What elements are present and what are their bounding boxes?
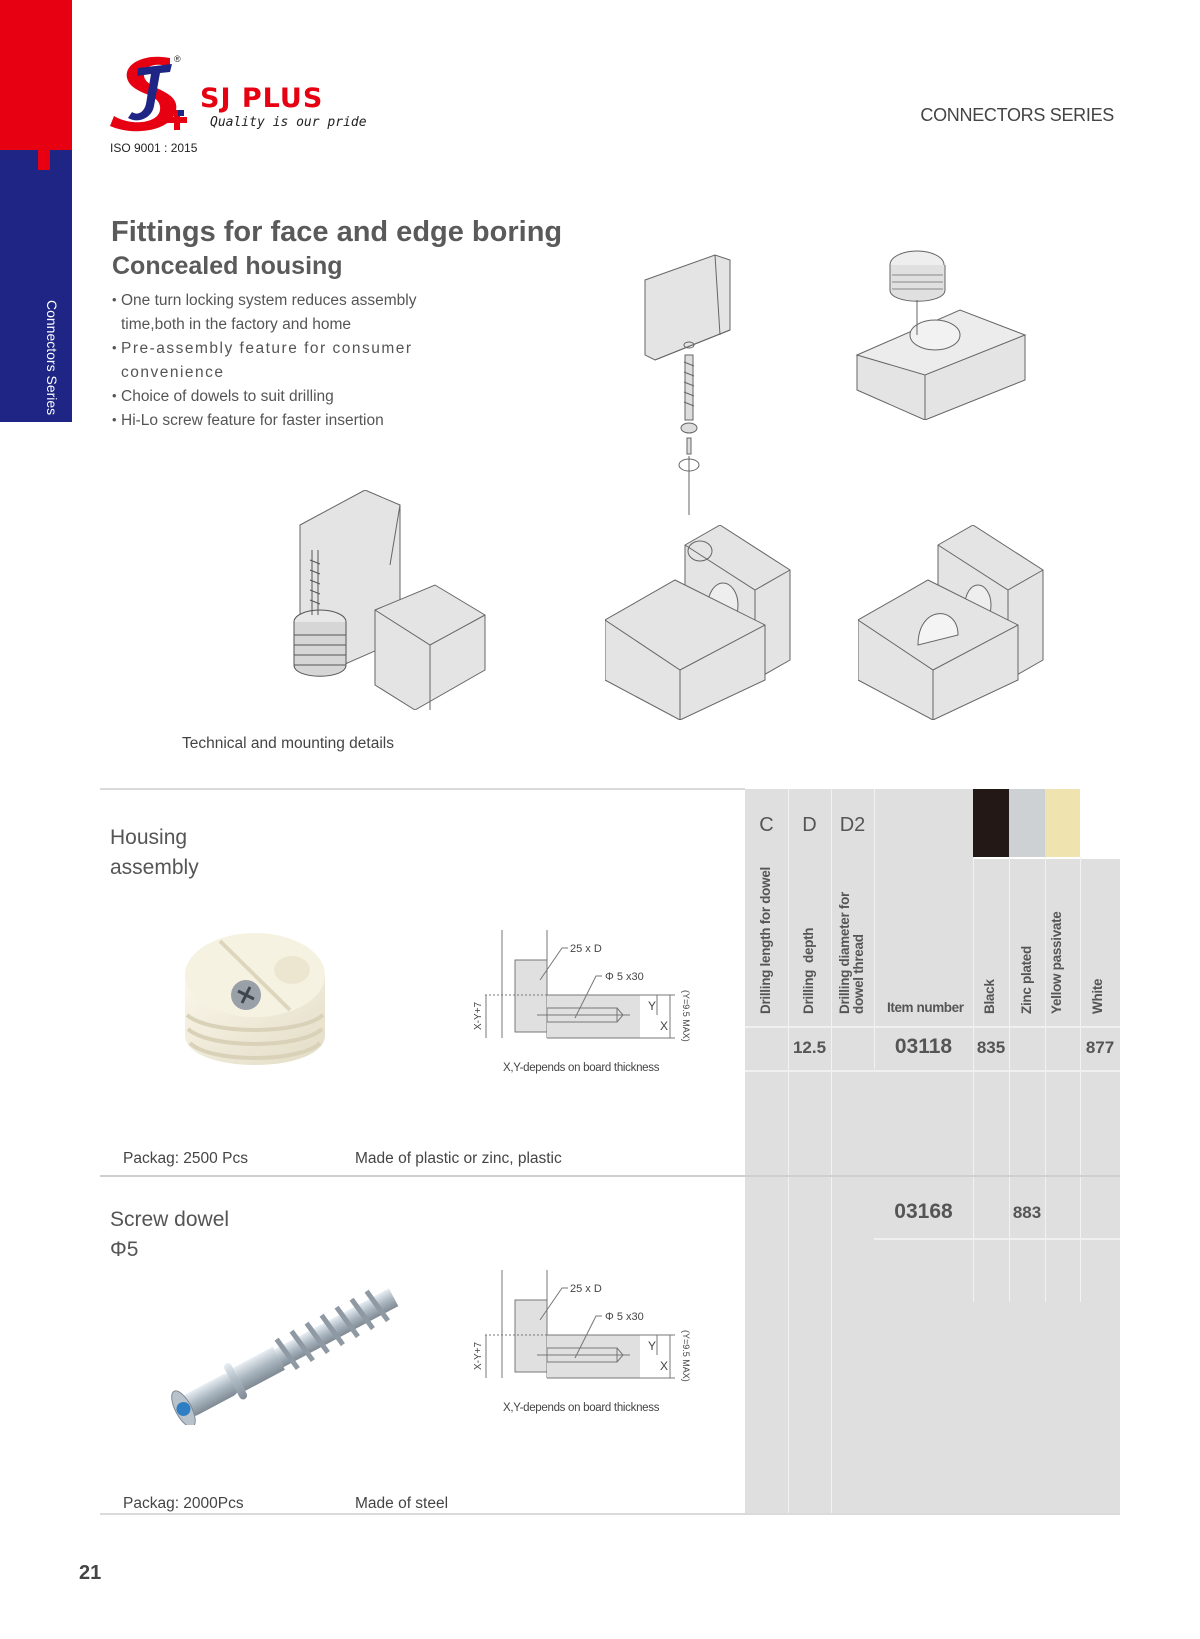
sj-plus-logo-icon: ® [110,54,187,132]
table-cell-zinc: 883 [1012,1203,1042,1222]
column-divider [973,857,974,1302]
svg-text:Φ 5 x30: Φ 5 x30 [605,1311,644,1323]
assembled-housing-illustration [293,490,486,710]
feature-list: One turn locking system reduces assembly… [112,288,442,433]
sidebar-section-label: Connectors Series [44,300,60,416]
svg-text:25 x D: 25 x D [570,1283,602,1295]
column-divider [1080,857,1081,1302]
column-divider [1009,857,1010,1302]
iso-certification: ISO 9001 : 2015 [110,141,198,155]
svg-text:Y: Y [648,1339,656,1353]
package-quantity: Packag: 2000Pcs [123,1495,244,1512]
table-cell-item-number: 03168 [894,1200,953,1223]
screw-dowel-photo [171,1288,399,1425]
housing-assembly-photo [185,933,325,1065]
svg-text:®: ® [174,54,181,64]
column-header-black: Black [982,979,997,1014]
sidebar-puzzle-notch [38,140,60,150]
svg-text:Φ 5 x30: Φ 5 x30 [605,971,644,983]
column-header-drilling-depth: Drilling depth [801,927,816,1014]
svg-text:(Y=9.5 MAX): (Y=9.5 MAX) [681,990,691,1042]
column-letter-d2: D2 [839,814,866,836]
series-header: CONNECTORS SERIES [920,105,1114,125]
svg-text:X: X [660,1359,668,1373]
page-title: Fittings for face and edge boring [111,216,563,248]
feature-item: One turn locking system reduces assembly… [112,288,442,337]
feature-item: Pre-assembly feature for consumer conven… [112,336,442,385]
column-header-item-number: Item number [887,1000,964,1015]
section-divider [100,1513,1120,1515]
screw-dowel-insertion-illustration [644,254,731,515]
page-subtitle: Concealed housing [112,252,343,280]
sidebar-red-block [0,0,72,150]
product-title: Housing assembly [110,823,199,883]
material-info: Made of plastic or zinc, plastic [355,1150,562,1167]
column-divider [788,789,789,1514]
feature-item: Hi-Lo screw feature for faster insertion [112,408,442,433]
table-row-divider [745,1070,1120,1072]
product-name: Housing [110,826,188,849]
table-cell-drilling-depth: 12.5 [792,1038,827,1057]
table-cell-white: 877 [1085,1038,1115,1057]
section-divider [100,788,745,790]
product-title: Screw dowel Φ5 [110,1205,229,1265]
column-header-drilling-length: Drilling length for dowel [758,867,773,1014]
column-header-white: White [1090,978,1105,1014]
column-divider [874,789,875,1069]
diagram-caption: X,Y-depends on board thickness [503,1062,660,1074]
page-number: 21 [79,1562,102,1584]
brand-name: SJ PLUS [200,83,324,114]
color-swatch-yellow [1045,789,1080,857]
color-swatch-zinc [1009,789,1045,857]
color-swatch-black [973,789,1009,857]
screw-dowel-mounting-diagram: 25 x D Φ 5 x30 Y X X-Y+7 (Y=9.5 MAX) [473,1270,691,1382]
table-row-divider [874,1238,1120,1240]
material-info: Made of steel [355,1495,449,1512]
svg-text:25 x D: 25 x D [570,943,602,955]
column-letter-d: D [802,814,817,836]
housing-mounting-diagram: 25 x D Φ 5 x30 Y X X-Y+7 (Y=9.5 MAX) [473,930,691,1042]
diagram-caption: X,Y-depends on board thickness [503,1402,660,1414]
package-quantity: Packag: 2500 Pcs [123,1150,248,1167]
column-header-zinc-plated: Zinc plated [1019,946,1034,1014]
sidebar-blue-block [0,150,72,422]
column-divider [1045,857,1046,1302]
column-divider [831,789,832,1514]
feature-item: Choice of dowels to suit drilling [112,384,442,409]
table-cell-black: 835 [976,1038,1006,1057]
svg-text:(Y=9.5 MAX): (Y=9.5 MAX) [681,1330,691,1382]
svg-text:X-Y+7: X-Y+7 [473,1341,484,1370]
svg-text:X: X [660,1019,668,1033]
svg-text:Y: Y [648,999,656,1013]
assembly-final-illustration [858,525,1044,720]
column-header-yellow-passivate: Yellow passivate [1049,911,1064,1014]
column-header-drilling-diameter: Drilling diameter for dowel thread [837,892,866,1014]
product-name: Screw dowel [110,1208,230,1231]
section-divider [100,1175,1120,1177]
svg-text:X-Y+7: X-Y+7 [473,1001,484,1030]
brand-tagline: Quality is our pride [210,115,367,130]
assembly-step-illustration [605,525,791,720]
column-letter-c: C [759,814,774,836]
table-row-divider [745,1026,1120,1028]
table-cell-item-number: 03118 [894,1035,953,1058]
technical-details-caption: Technical and mounting details [182,735,394,752]
housing-insertion-illustration [855,250,1027,420]
product-name: assembly [110,856,199,879]
product-name: Φ5 [110,1238,139,1261]
spec-table [745,789,1120,1514]
